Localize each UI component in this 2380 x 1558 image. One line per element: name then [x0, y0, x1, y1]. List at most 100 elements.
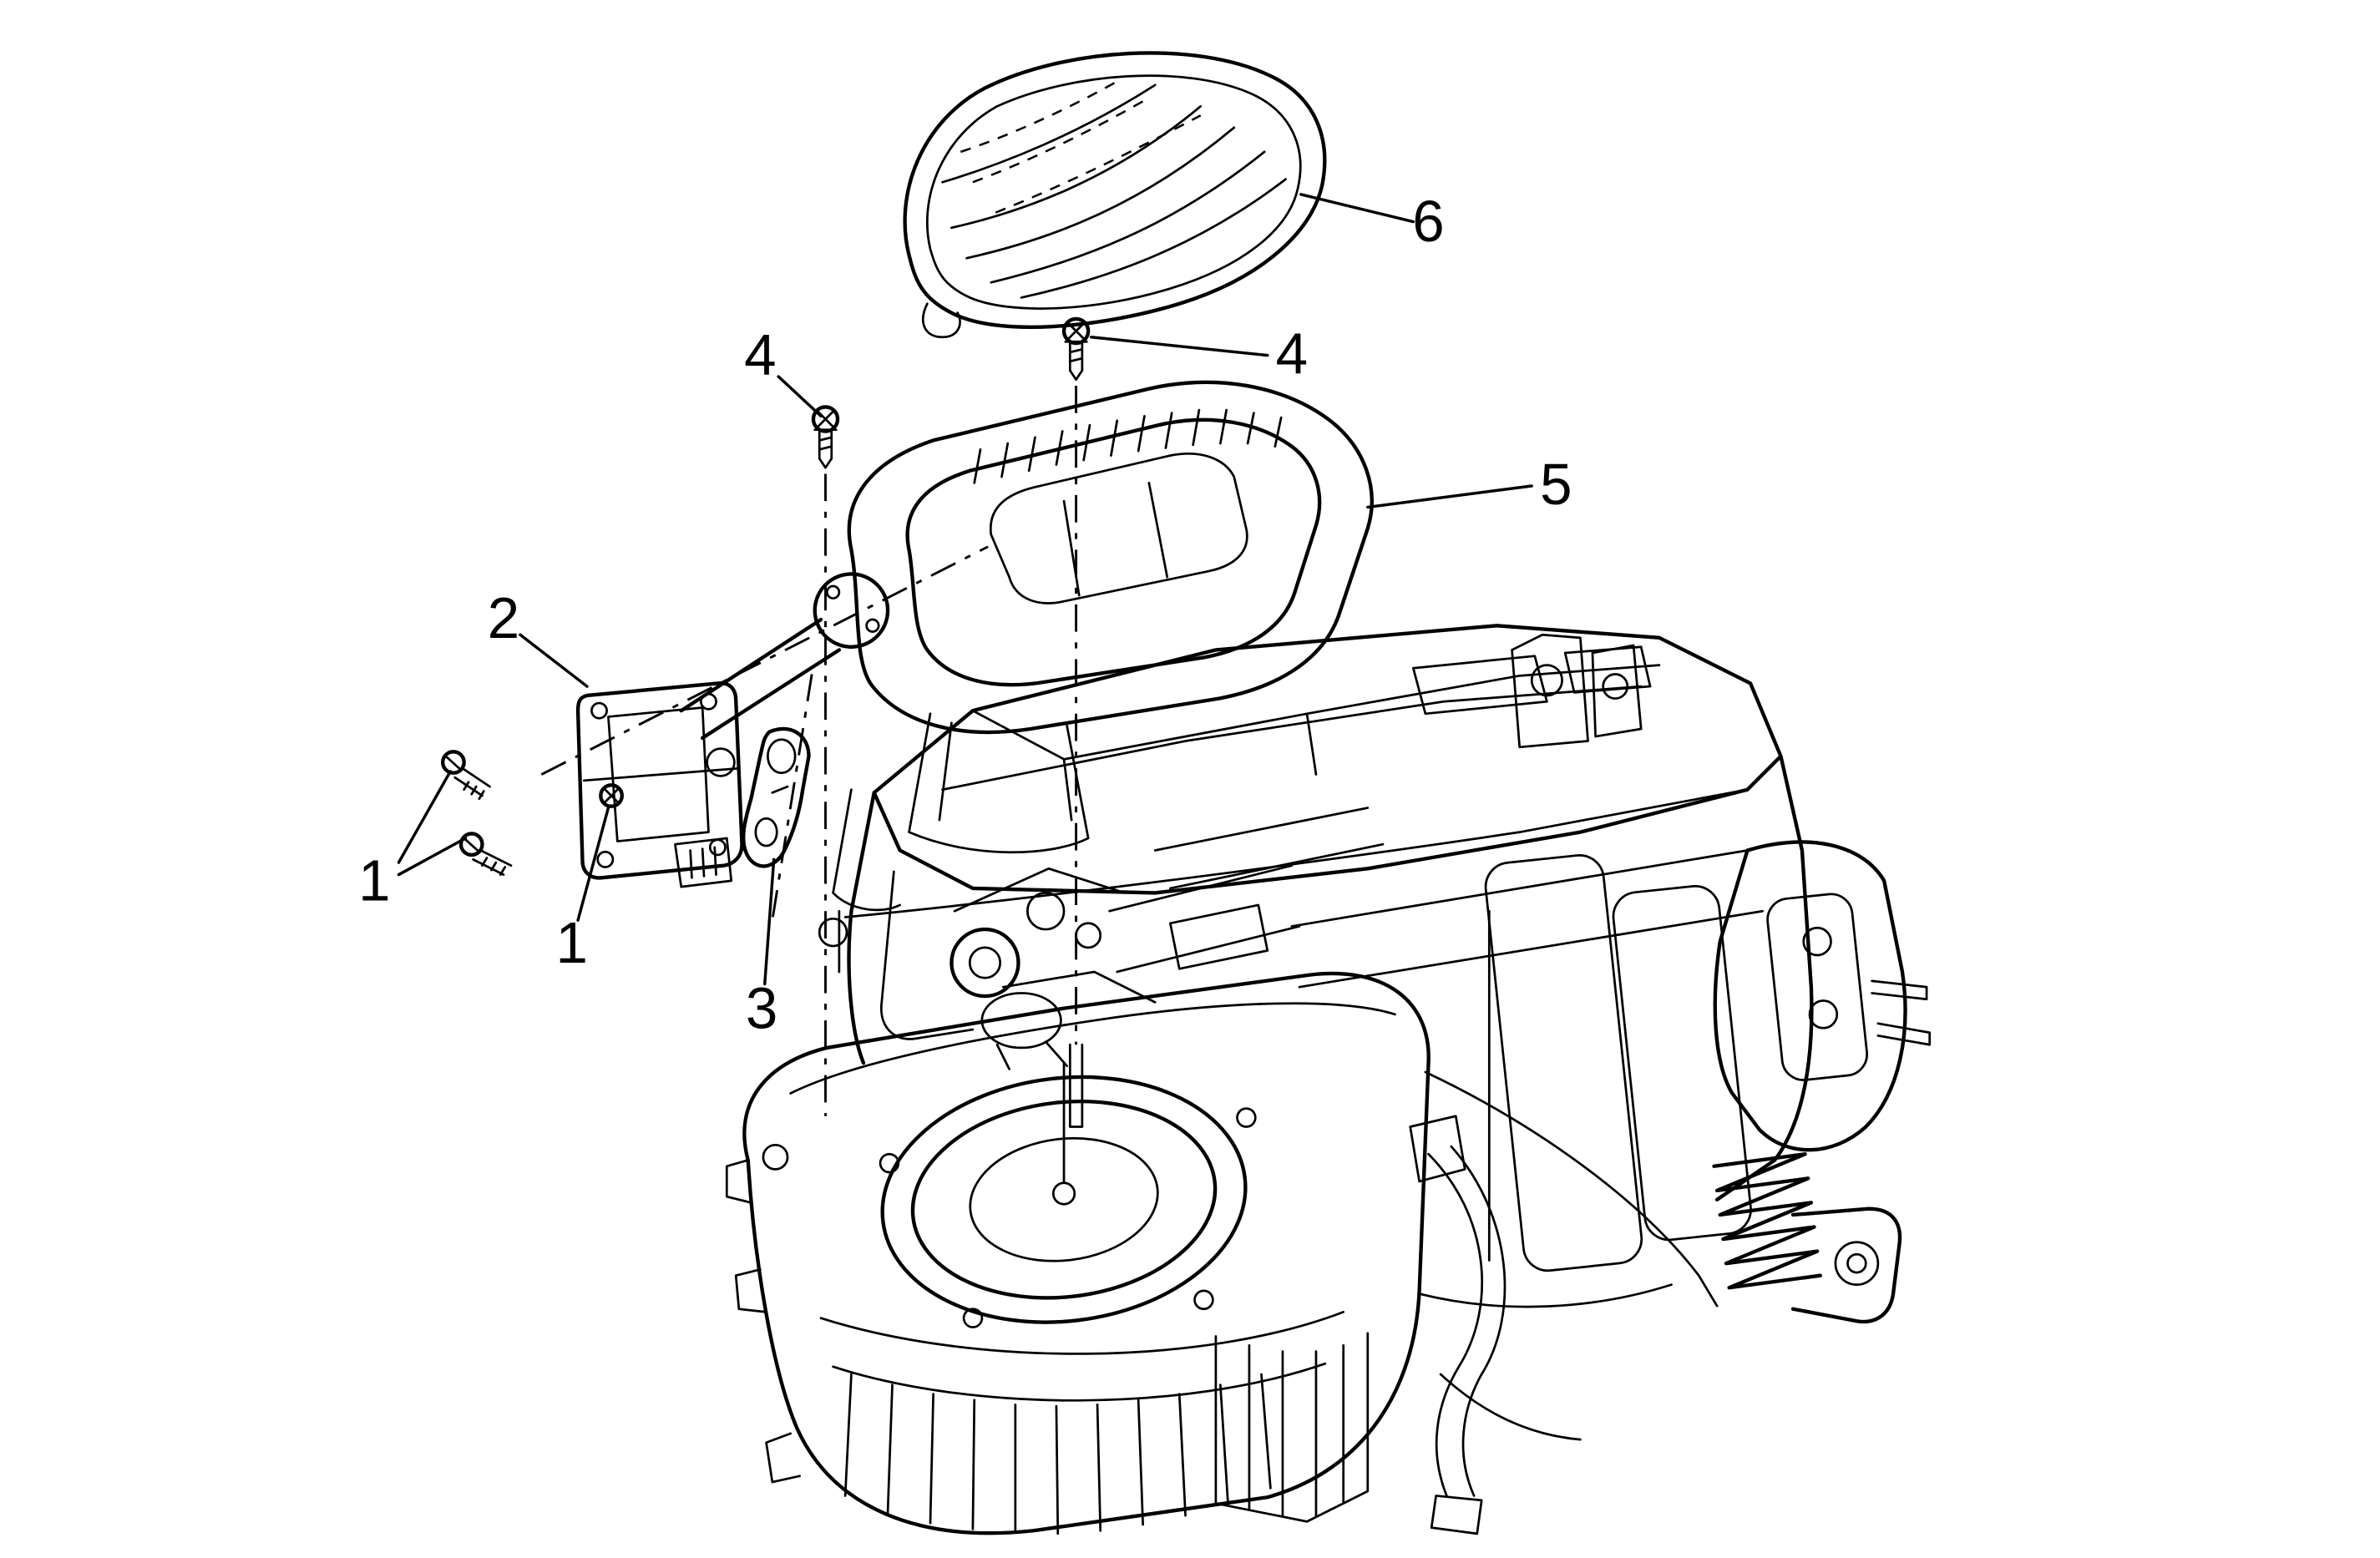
center-linkage — [880, 864, 1301, 1040]
lever-hole-top — [767, 738, 797, 775]
shaft-tube — [679, 617, 842, 741]
screw-slot — [1067, 322, 1086, 340]
part-5-air-inlet — [847, 380, 1374, 854]
leader-4-right — [1090, 336, 1269, 357]
actuator-connector — [674, 837, 733, 888]
leader-1b — [576, 806, 610, 922]
flange-hole-2 — [865, 618, 880, 633]
leader-3 — [763, 857, 776, 986]
blower-opening-outer — [880, 1075, 1248, 1324]
drum-rim-bolts — [879, 1107, 1257, 1328]
leader-2 — [519, 633, 589, 688]
part-1-screws — [441, 750, 624, 876]
screw-head-b — [458, 832, 484, 857]
bracket-hole-1 — [1530, 664, 1563, 697]
main-housing — [725, 624, 1932, 1535]
screw-slot-c — [602, 787, 620, 805]
callout-4-left: 4 — [744, 322, 776, 387]
linkage-pin-2 — [1075, 922, 1102, 949]
actuator-body — [575, 681, 744, 880]
part-3-lever — [742, 726, 811, 868]
pipe-stubs — [1871, 979, 1932, 1046]
housing-left-side — [847, 791, 876, 1065]
strut-hole — [818, 917, 848, 948]
linkage-pin-1 — [1026, 892, 1066, 931]
housing-right-side — [1714, 754, 1814, 1201]
drum-top-band — [789, 1002, 1396, 1095]
screw-head-c — [599, 783, 624, 808]
drum-ribs — [843, 1373, 1272, 1535]
part-6-cover — [903, 51, 1327, 339]
cover-inner-outline — [926, 74, 1302, 310]
foot-hole-outer — [1834, 1241, 1880, 1286]
lever-axis — [771, 674, 813, 921]
leader-5 — [1366, 484, 1533, 509]
lever-detail — [771, 785, 789, 794]
evaporator-cover — [1713, 840, 1907, 1152]
screw-shank — [813, 428, 838, 469]
deck-panel-lines — [941, 645, 1661, 890]
evaporator-plate — [1766, 893, 1869, 1081]
door-shaft — [540, 545, 989, 921]
blower-drum-outline — [742, 971, 1431, 1535]
cover-outline — [903, 51, 1327, 329]
screw-shank — [1064, 340, 1088, 382]
part-4-screw-left — [811, 405, 840, 1116]
inlet-neck — [908, 712, 1090, 854]
blower-opening-inner — [969, 1136, 1159, 1262]
part-2-actuator — [575, 681, 744, 888]
inlet-duct-throat — [989, 453, 1248, 604]
actuator-hub — [706, 747, 736, 777]
inlet-inner-ring — [905, 417, 1322, 687]
foot-hole-inner — [1846, 1252, 1867, 1274]
linkage-wheel — [949, 927, 1020, 999]
foot-bracket — [1790, 1206, 1902, 1324]
screw-shank-b — [463, 837, 513, 876]
leader-4-left — [777, 375, 823, 418]
callout-1-single: 1 — [556, 910, 588, 975]
cover-rib-dashes — [960, 78, 1202, 214]
inlet-outer-ring — [847, 380, 1374, 735]
actuator-boss-1 — [590, 701, 608, 720]
callout-2: 2 — [488, 585, 519, 650]
body-panel-b — [1612, 884, 1752, 1242]
leader-6 — [1299, 193, 1415, 224]
leader-1a — [397, 770, 468, 877]
callout-labels: 1 1 2 3 4 4 5 6 — [358, 189, 1572, 1040]
lever-outline — [742, 726, 811, 868]
housing-mid-seams — [843, 788, 1765, 1308]
linkage-hub — [968, 946, 1002, 979]
actuator-boss-3 — [596, 850, 615, 868]
lever-hole-bottom — [754, 817, 778, 847]
plate-hole-2 — [1808, 999, 1839, 1029]
callout-5: 5 — [1540, 452, 1572, 517]
callout-1-pair: 1 — [358, 847, 390, 913]
deck-brackets — [1511, 633, 1643, 749]
harness-connector-bottom — [1430, 1495, 1483, 1535]
inlet-vent-slots — [973, 408, 1283, 484]
callout-4-right: 4 — [1276, 321, 1308, 386]
shaft-flange — [813, 572, 890, 649]
drum-clips — [725, 1159, 801, 1484]
screw-head-a — [441, 750, 466, 775]
blower-hub — [1051, 1181, 1076, 1206]
lower-duct-box — [1214, 1332, 1370, 1523]
support-strut — [832, 788, 901, 974]
callout-6: 6 — [1412, 189, 1444, 254]
actuator-boss-4 — [708, 838, 727, 857]
cover-tab — [922, 302, 961, 339]
body-panel-a — [1484, 854, 1643, 1272]
screw-shank-a — [444, 755, 491, 801]
cover-ribs — [941, 83, 1287, 299]
bracket-hole-2 — [1602, 673, 1629, 700]
mount-post — [1068, 1043, 1084, 1128]
callout-leaders — [397, 193, 1533, 986]
accordion-coil — [1712, 1152, 1822, 1290]
actuator-boss-2 — [700, 692, 717, 711]
screw-head — [1061, 316, 1091, 346]
drum-bands — [819, 1311, 1345, 1402]
plate-hole-1 — [1802, 926, 1832, 957]
flange-hole-1 — [825, 584, 841, 599]
